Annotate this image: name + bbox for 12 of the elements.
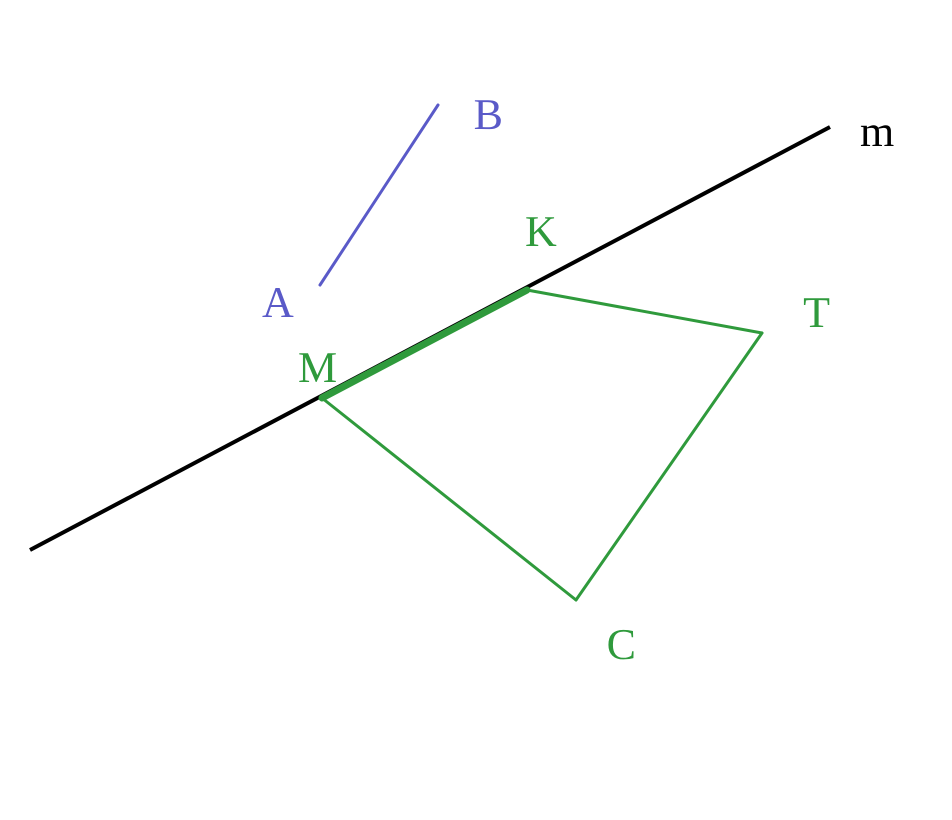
line-segment bbox=[318, 104, 440, 286]
point-label: B bbox=[474, 91, 503, 139]
line-segment bbox=[318, 286, 530, 402]
line-segment bbox=[526, 288, 764, 334]
point-label: A bbox=[262, 279, 294, 327]
point-label: C bbox=[606, 621, 636, 669]
line-label: m bbox=[860, 108, 894, 156]
point-label: K bbox=[525, 208, 557, 256]
point-label: M bbox=[298, 344, 338, 392]
line-segment bbox=[574, 332, 764, 602]
line-segment bbox=[320, 396, 578, 602]
point-label: T bbox=[803, 289, 830, 337]
